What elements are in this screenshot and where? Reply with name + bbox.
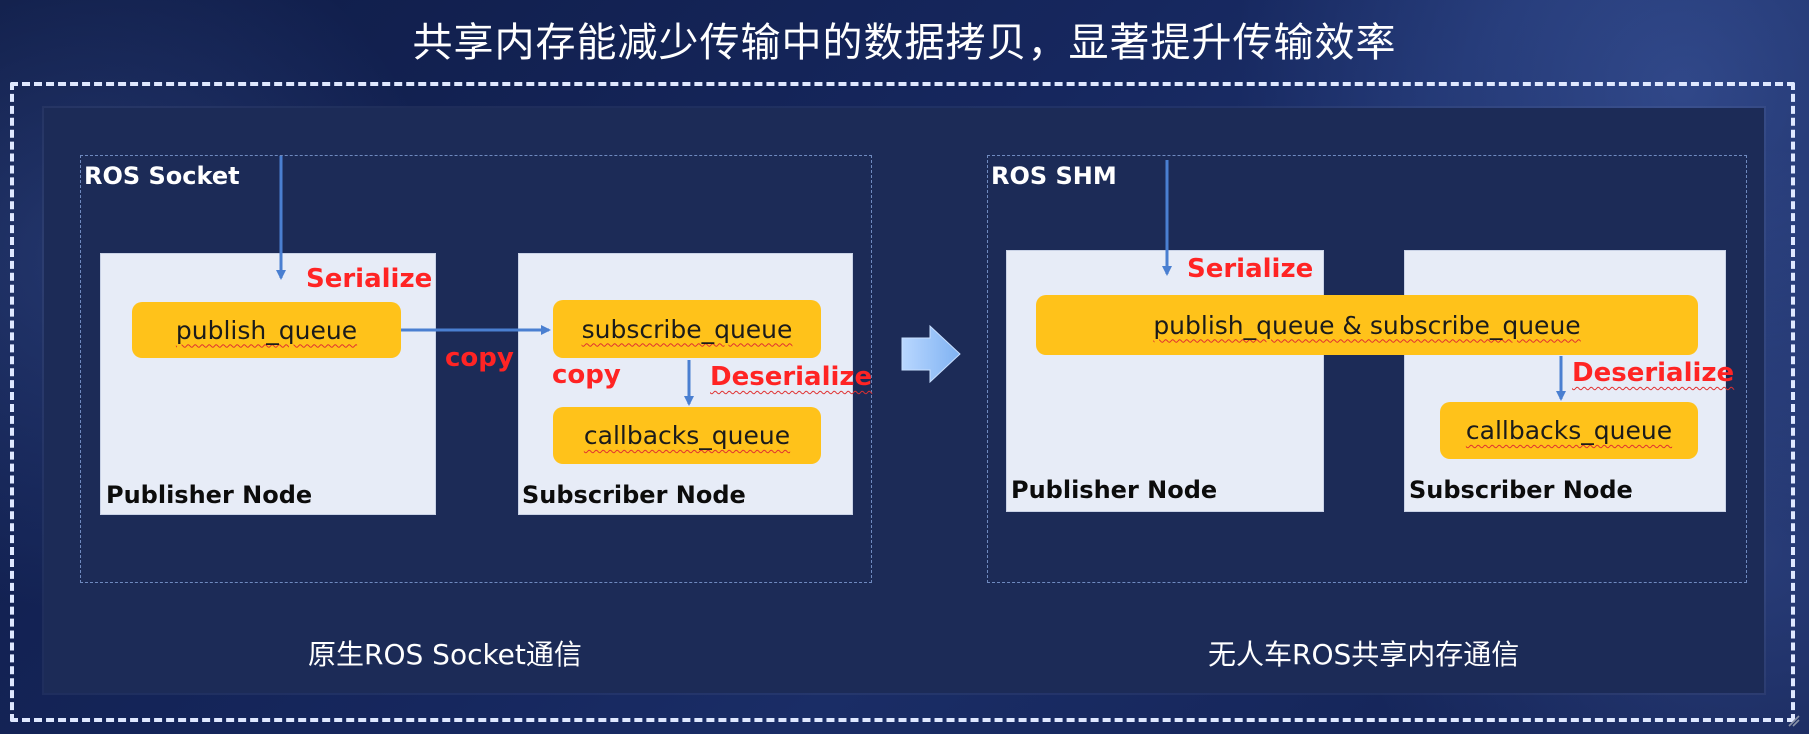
ros-socket-group-label: ROS Socket (84, 162, 240, 190)
page-title: 共享内存能减少传输中的数据拷贝，显著提升传输效率 (412, 20, 1397, 66)
outer-dashed-frame (10, 82, 1795, 722)
left-subscriber-node (518, 253, 853, 515)
left-caption: 原生ROS Socket通信 (308, 638, 582, 671)
left-publisher-node (100, 253, 436, 515)
expand-corner-icon[interactable] (1785, 712, 1803, 730)
right-arrow-icon (901, 324, 961, 384)
left-callbacks-queue-text: callbacks_queue (583, 421, 791, 450)
left-callbacks-queue: callbacks_queue (553, 407, 821, 464)
left-publish-queue: publish_queue (132, 302, 401, 358)
right-callbacks-queue-text: callbacks_queue (1465, 416, 1673, 445)
right-callbacks-queue: callbacks_queue (1440, 402, 1698, 459)
ros-shm-group-label: ROS SHM (991, 162, 1117, 190)
left-publish-queue-text: publish_queue (175, 315, 358, 345)
left-serialize-label: Serialize (306, 264, 433, 294)
left-copy-between-label: copy (445, 343, 514, 373)
left-subscribe-queue-text: subscribe_queue (581, 314, 793, 344)
left-subscriber-node-label: Subscriber Node (522, 481, 746, 509)
left-subscribe-queue: subscribe_queue (553, 300, 821, 358)
right-deserialize-label: Deserialize (1572, 358, 1735, 388)
right-shared-queue: publish_queue & subscribe_queue (1036, 295, 1698, 355)
right-caption: 无人车ROS共享内存通信 (1208, 638, 1520, 671)
right-publisher-node (1006, 250, 1324, 512)
left-copy-inside-label: copy (552, 360, 621, 390)
ros-socket-group (80, 155, 872, 583)
left-publisher-node-label: Publisher Node (106, 481, 313, 509)
right-shared-queue-text: publish_queue & subscribe_queue (1153, 310, 1581, 340)
right-publisher-node-label: Publisher Node (1011, 476, 1218, 504)
right-serialize-label: Serialize (1187, 254, 1314, 284)
ros-shm-group (987, 155, 1747, 583)
left-deserialize-label: Deserialize (710, 362, 873, 392)
right-subscriber-node (1404, 250, 1726, 512)
right-subscriber-node-label: Subscriber Node (1409, 476, 1633, 504)
